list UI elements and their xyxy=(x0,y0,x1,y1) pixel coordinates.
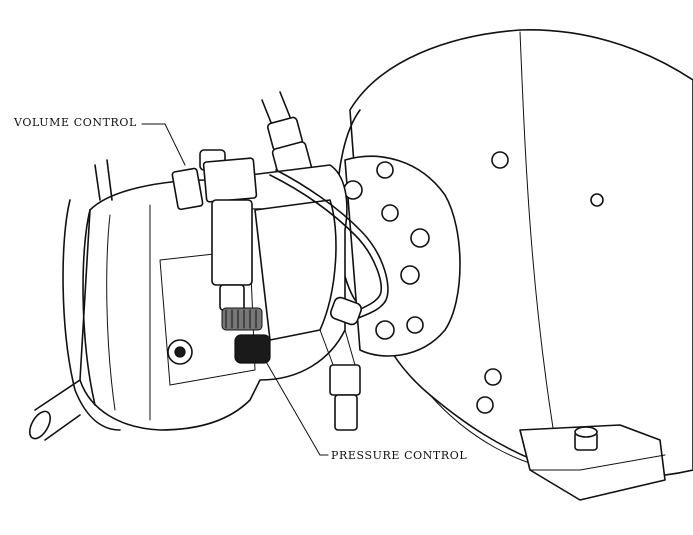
pressure-control-valve xyxy=(211,199,271,364)
control-tube xyxy=(269,169,389,326)
volume-control-valve xyxy=(171,149,258,211)
outlet-fitting xyxy=(329,364,361,431)
pressure-control-leader xyxy=(264,359,329,456)
volume-control-leader xyxy=(141,123,186,166)
mounting-flange xyxy=(343,155,461,357)
flange-bolt xyxy=(381,204,399,222)
inlet-pipe xyxy=(261,91,313,179)
volume-control-label: VOLUME CONTROL xyxy=(14,116,137,129)
flange-bolt xyxy=(406,316,424,334)
flange-bolt xyxy=(376,161,394,179)
pump-body xyxy=(62,164,356,431)
motor-foot xyxy=(519,424,666,501)
flange-bolt xyxy=(410,228,430,248)
motor-bolt xyxy=(491,151,509,169)
drive-shaft xyxy=(28,159,113,441)
motor-bolt xyxy=(484,368,502,386)
flange-bolt xyxy=(400,265,420,285)
motor-bolt xyxy=(476,396,494,414)
pressure-control-label: PRESSURE CONTROL xyxy=(331,449,468,462)
flange-bolt xyxy=(375,320,395,340)
motor-bolt xyxy=(590,193,604,207)
